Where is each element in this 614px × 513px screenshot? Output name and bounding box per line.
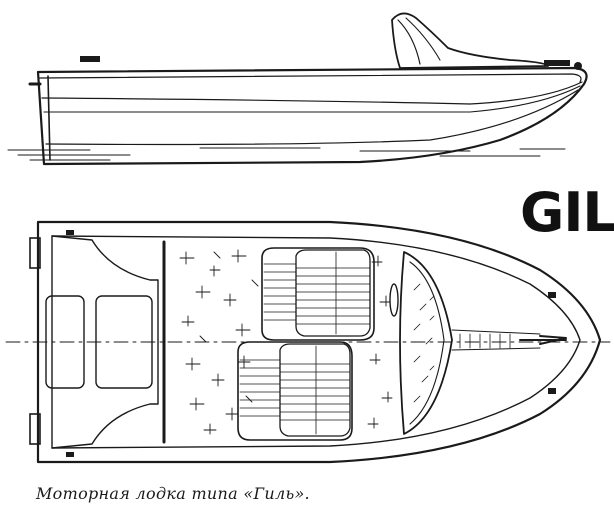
sheer-line bbox=[39, 73, 582, 83]
bow-fitting-top bbox=[548, 292, 556, 298]
seat-bottom bbox=[237, 341, 353, 441]
rear-deck bbox=[51, 235, 159, 449]
chine-line bbox=[41, 81, 583, 105]
floor-hatching bbox=[179, 249, 393, 435]
rail-fitting-top bbox=[66, 230, 74, 235]
foredeck-strip bbox=[451, 329, 541, 351]
rear-hatch-right bbox=[95, 295, 153, 389]
waterline bbox=[7, 147, 566, 161]
rail-fitting-bottom bbox=[66, 452, 74, 457]
windshield-edge bbox=[397, 19, 421, 65]
foredeck-pattern bbox=[459, 333, 511, 349]
windshield-frame bbox=[405, 17, 441, 61]
model-title: GIL bbox=[520, 181, 614, 244]
transom-post-bottom bbox=[29, 413, 41, 445]
bow-light bbox=[574, 62, 582, 70]
windshield bbox=[391, 12, 549, 69]
figure-caption: Моторная лодка типа «Гиль». bbox=[36, 484, 310, 503]
keel-line bbox=[45, 89, 579, 146]
bow-cleat bbox=[544, 60, 570, 66]
spray-rail bbox=[43, 85, 581, 113]
windshield-plan bbox=[389, 251, 453, 435]
side-view bbox=[7, 12, 588, 166]
bow-fitting-bottom bbox=[548, 388, 556, 394]
rear-hatch-left bbox=[45, 295, 85, 389]
transom-line bbox=[47, 75, 51, 161]
bow-cleat-plan bbox=[519, 335, 567, 345]
transom-post-top bbox=[29, 237, 41, 269]
plan-hull-outline bbox=[36, 220, 602, 464]
plan-view bbox=[5, 220, 611, 464]
inner-gunwale bbox=[51, 235, 581, 449]
stern-cleat bbox=[80, 56, 100, 62]
side-hull-outline bbox=[36, 66, 588, 166]
seat-top bbox=[261, 247, 375, 341]
